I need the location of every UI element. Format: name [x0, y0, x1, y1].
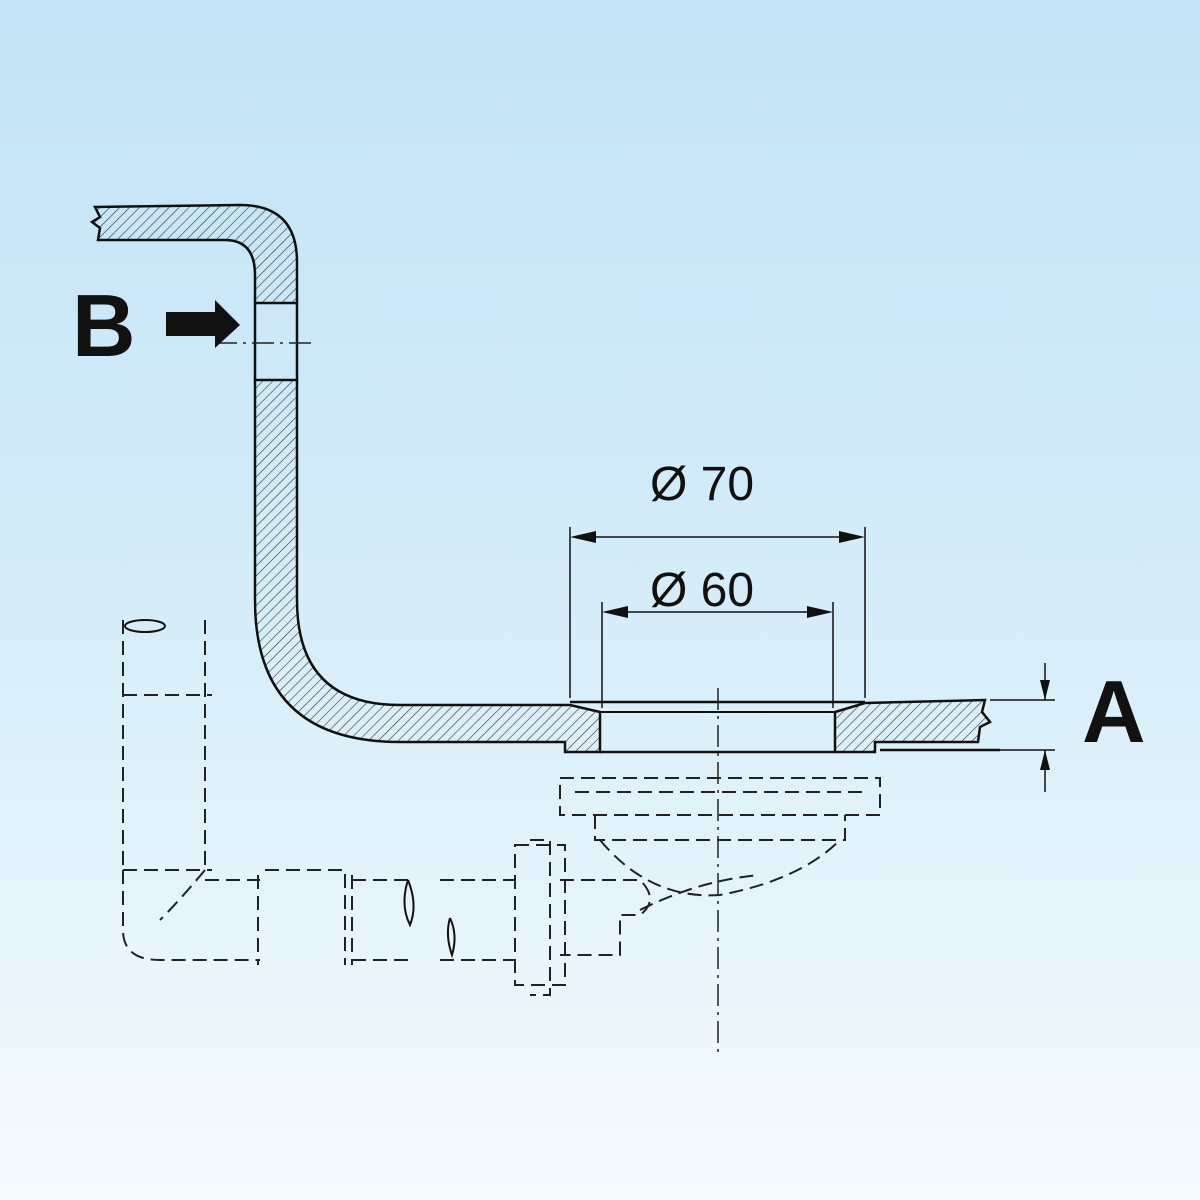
dimension-label-70: Ø 70 [650, 458, 754, 511]
dimension-inner-diameter [601, 602, 834, 708]
arrow-b-icon [166, 300, 240, 348]
dimension-thickness [990, 663, 1055, 792]
sink-section [89, 203, 1000, 754]
drain-body-dashed [440, 777, 881, 996]
overflow-pipe-dashed [122, 619, 415, 965]
label-a: A [1082, 662, 1146, 761]
dimension-label-60: Ø 60 [650, 564, 754, 617]
label-b: B [72, 276, 136, 375]
dimension-outer-diameter [569, 527, 866, 698]
